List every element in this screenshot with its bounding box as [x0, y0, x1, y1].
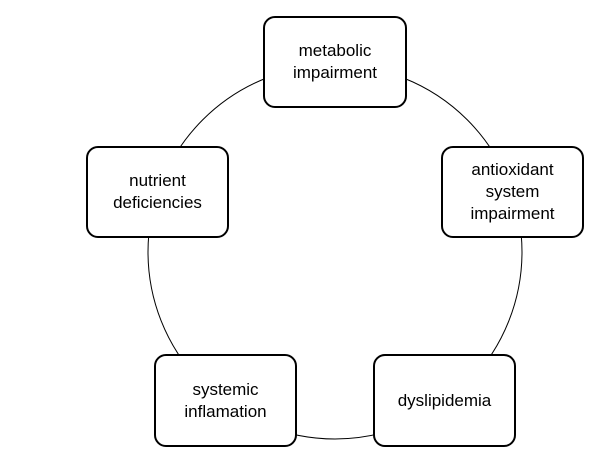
node-label-systemic-inflamation: systemic inflamation — [184, 379, 267, 421]
node-dyslipidemia: dyslipidemia — [373, 354, 516, 447]
node-label-antioxidant-system-impairment: antioxidant system impairment — [470, 160, 555, 223]
node-nutrient-deficiencies: nutrient deficiencies — [86, 146, 229, 238]
node-antioxidant-system-impairment: antioxidant system impairment — [441, 146, 584, 238]
node-label-nutrient-deficiencies: nutrient deficiencies — [113, 171, 202, 212]
node-metabolic-impairment: metabolic impairment — [263, 16, 407, 108]
node-label-dyslipidemia: dyslipidemia — [397, 390, 492, 410]
node-label-metabolic-impairment: metabolic impairment — [292, 41, 378, 82]
node-systemic-inflamation: systemic inflamation — [154, 354, 297, 447]
